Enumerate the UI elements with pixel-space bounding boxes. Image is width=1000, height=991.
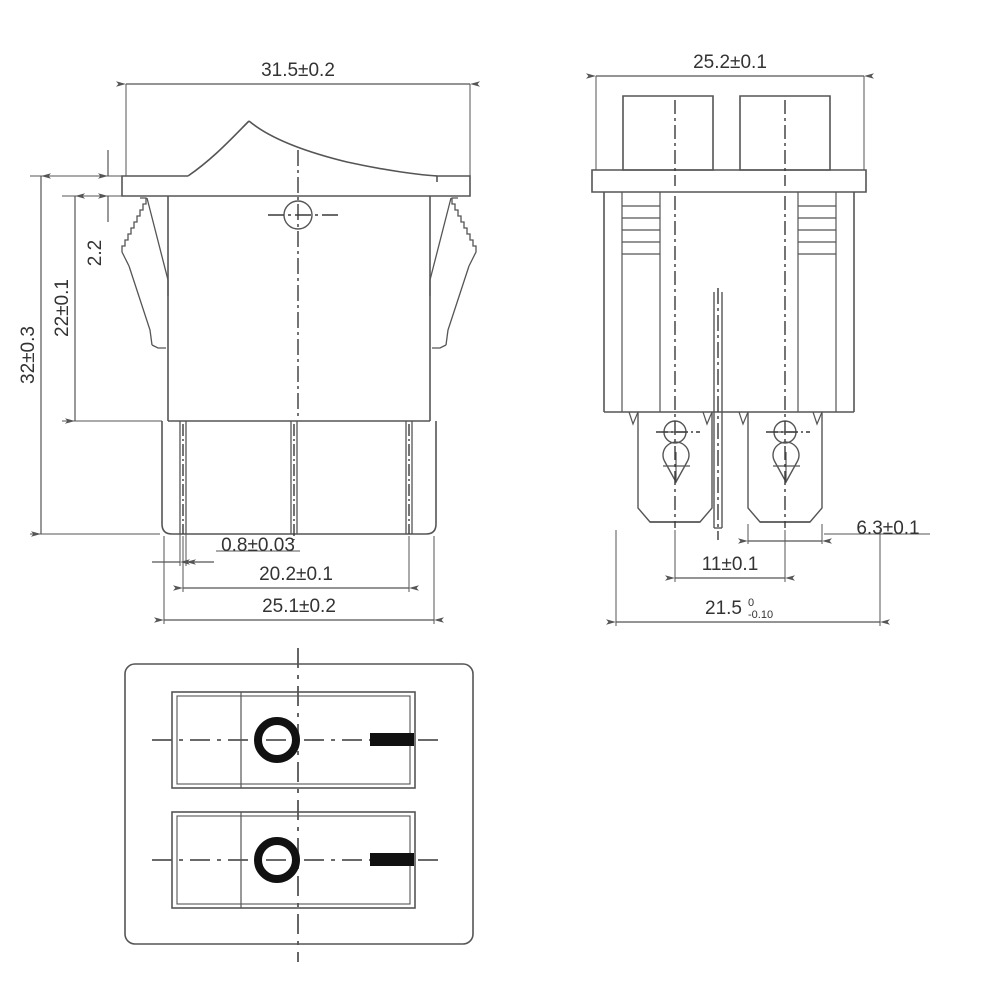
front-base-skirt — [161, 421, 437, 535]
dim-label-side-depth: 21.5 — [705, 598, 742, 619]
front-pin-center — [290, 421, 298, 534]
dim-label-front-pin-thickness: 0.8±0.03 — [221, 535, 295, 556]
dim-label-front-height-overall: 32±0.3 — [18, 326, 39, 384]
side-body-inner-walls — [621, 192, 837, 412]
front-rocker-actuator — [187, 120, 438, 182]
side-rocker-right — [739, 95, 831, 171]
dim-side-terminal-width: 6.3±0.1 — [738, 518, 930, 544]
side-rocker-left — [622, 95, 714, 171]
dim-front-pin-span: 20.2±0.1 — [173, 536, 419, 592]
front-centerlines — [182, 150, 410, 540]
front-snap-tab-left — [121, 197, 169, 349]
side-switch-body — [603, 192, 855, 413]
side-rib-right — [798, 205, 836, 255]
dim-side-depth: 21.5 0 -0.10 — [606, 530, 890, 626]
dim-side-terminal-span: 11±0.1 — [665, 530, 795, 582]
top-lower-off-symbol-O — [254, 837, 300, 883]
dim-label-side-terminal-width: 6.3±0.1 — [856, 518, 919, 539]
dim-label-front-bezel-thickness: 2.2 — [85, 240, 106, 266]
side-view-dimensions: 25.2±0.1 6.3±0.1 11±0.1 21.5 0 -0.10 — [586, 52, 930, 626]
dim-label-front-body-width: 25.1±0.2 — [262, 596, 336, 617]
top-upper-off-symbol-O — [254, 717, 300, 763]
front-snap-tab-right — [429, 197, 477, 349]
side-elevation-view — [591, 95, 867, 529]
side-rib-left — [622, 205, 660, 255]
dim-label-front-pin-span: 20.2±0.1 — [259, 564, 333, 585]
side-centerlines — [656, 100, 810, 540]
front-switch-body — [167, 196, 431, 422]
top-lower-on-symbol-I — [370, 853, 414, 866]
dim-label-front-width-overall: 31.5±0.2 — [261, 60, 335, 81]
dim-front-body-width: 25.1±0.2 — [154, 536, 444, 624]
dim-front-bezel-thickness: 2.2 — [85, 150, 124, 266]
top-panel-plate — [124, 663, 474, 945]
front-pin-right — [405, 421, 413, 534]
dim-front-pin-thickness: 0.8±0.03 — [152, 534, 300, 566]
dim-label-side-depth-tol-upper: 0 — [748, 597, 754, 609]
top-rocker-markings — [254, 717, 414, 883]
dim-label-side-terminal-span: 11±0.1 — [702, 554, 759, 575]
front-view-dimensions: 31.5±0.2 2.2 22±0.1 32±0.3 — [18, 60, 480, 624]
dim-side-width-overall: 25.2±0.1 — [586, 52, 874, 170]
dim-front-body-height: 22±0.1 — [52, 193, 162, 424]
dim-label-side-width-overall: 25.2±0.1 — [693, 52, 767, 73]
top-upper-on-symbol-I — [370, 733, 414, 746]
dim-label-side-depth-tol-lower: -0.10 — [748, 609, 773, 621]
front-terminal-pins — [179, 421, 413, 534]
side-center-fin — [713, 292, 723, 529]
dim-front-height-overall: 32±0.3 — [18, 173, 160, 537]
dim-label-front-body-height: 22±0.1 — [52, 279, 73, 337]
front-pin-left — [179, 421, 187, 534]
dim-front-width-overall: 31.5±0.2 — [116, 60, 480, 176]
